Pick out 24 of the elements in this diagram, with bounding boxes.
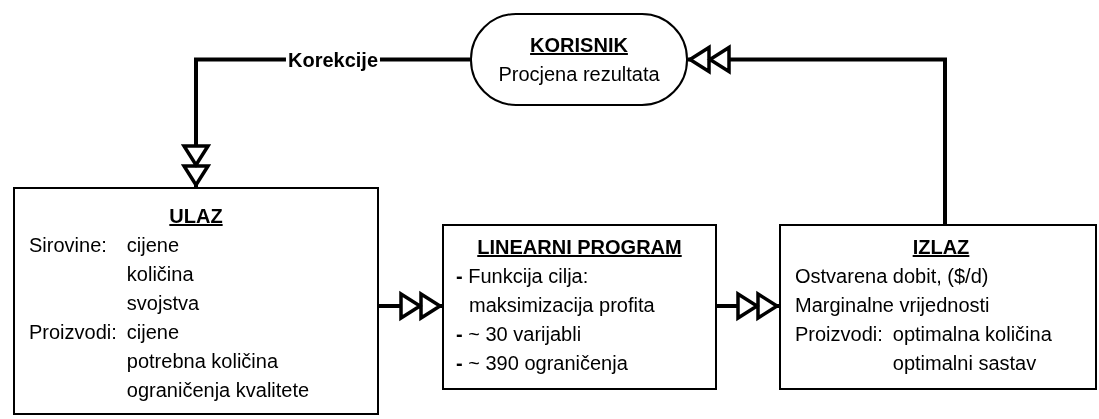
box-text: - Funkcija cilja: maksimizacija profita (456, 264, 656, 318)
box-heading: LINEARNI PROGRAM (477, 235, 682, 260)
box-text: - ~ 390 ograničenja (456, 351, 629, 376)
box-text: svojstva (126, 291, 201, 316)
box-text: optimalni sastav (892, 351, 1038, 376)
box-text: Ostvarena dobit, ($/d) (795, 264, 990, 289)
box-text: Marginalne vrijednosti (795, 293, 991, 318)
box-text: cijene (126, 233, 181, 258)
process-box (442, 224, 717, 390)
box-text: - ~ 30 varijabli (456, 322, 583, 347)
box-text: optimalna količina (892, 322, 1053, 347)
box-text: ograničenja kvalitete (126, 378, 311, 403)
box-text: količina (126, 262, 195, 287)
process-box (779, 224, 1097, 390)
box-text: potrebna količina (126, 349, 280, 374)
process-box (13, 187, 379, 415)
box-text: Proizvodi: (29, 320, 117, 345)
box-heading: IZLAZ (912, 235, 970, 260)
box-heading: ULAZ (169, 204, 223, 229)
pill-heading: KORISNIK (530, 33, 628, 58)
box-text: Procjena rezultata (498, 62, 660, 87)
box-text: Sirovine: (29, 233, 108, 258)
box-text: Proizvodi: (795, 322, 883, 347)
box-text: cijene (126, 320, 181, 345)
